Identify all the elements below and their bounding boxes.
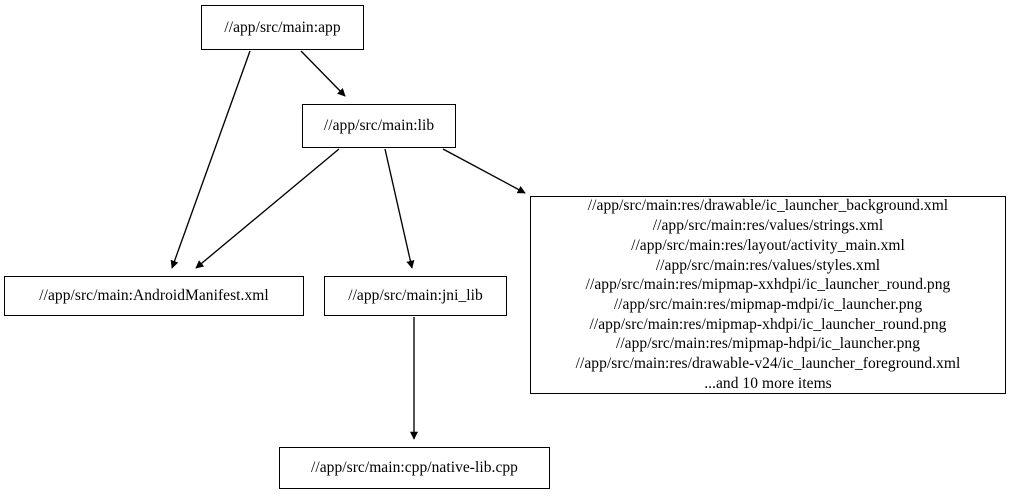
node-lib-label: //app/src/main:lib — [323, 117, 435, 135]
node-jni-lib-label: //app/src/main:jni_lib — [348, 287, 483, 305]
node-app[interactable]: //app/src/main:app — [201, 5, 364, 50]
node-native-lib-cpp-label: //app/src/main:cpp/native-lib.cpp — [311, 459, 518, 477]
graph-edge-app-to-manifest — [170, 50, 251, 269]
node-res-group-label: //app/src/main:res/drawable/ic_launcher_… — [575, 197, 961, 392]
graph-edge-lib-to-manifest — [195, 148, 340, 269]
node-jni-lib[interactable]: //app/src/main:jni_lib — [324, 276, 507, 316]
node-native-lib-cpp[interactable]: //app/src/main:cpp/native-lib.cpp — [279, 447, 550, 489]
graph-edge-lib-to-res — [442, 148, 526, 194]
graph-edge-app-to-lib — [300, 50, 346, 97]
node-res-group[interactable]: //app/src/main:res/drawable/ic_launcher_… — [530, 196, 1006, 394]
node-lib[interactable]: //app/src/main:lib — [302, 104, 456, 148]
graph-edge-lib-to-jni_lib — [384, 148, 415, 269]
node-android-manifest[interactable]: //app/src/main:AndroidManifest.xml — [4, 276, 304, 316]
node-android-manifest-label: //app/src/main:AndroidManifest.xml — [39, 287, 269, 305]
node-app-label: //app/src/main:app — [224, 18, 341, 36]
